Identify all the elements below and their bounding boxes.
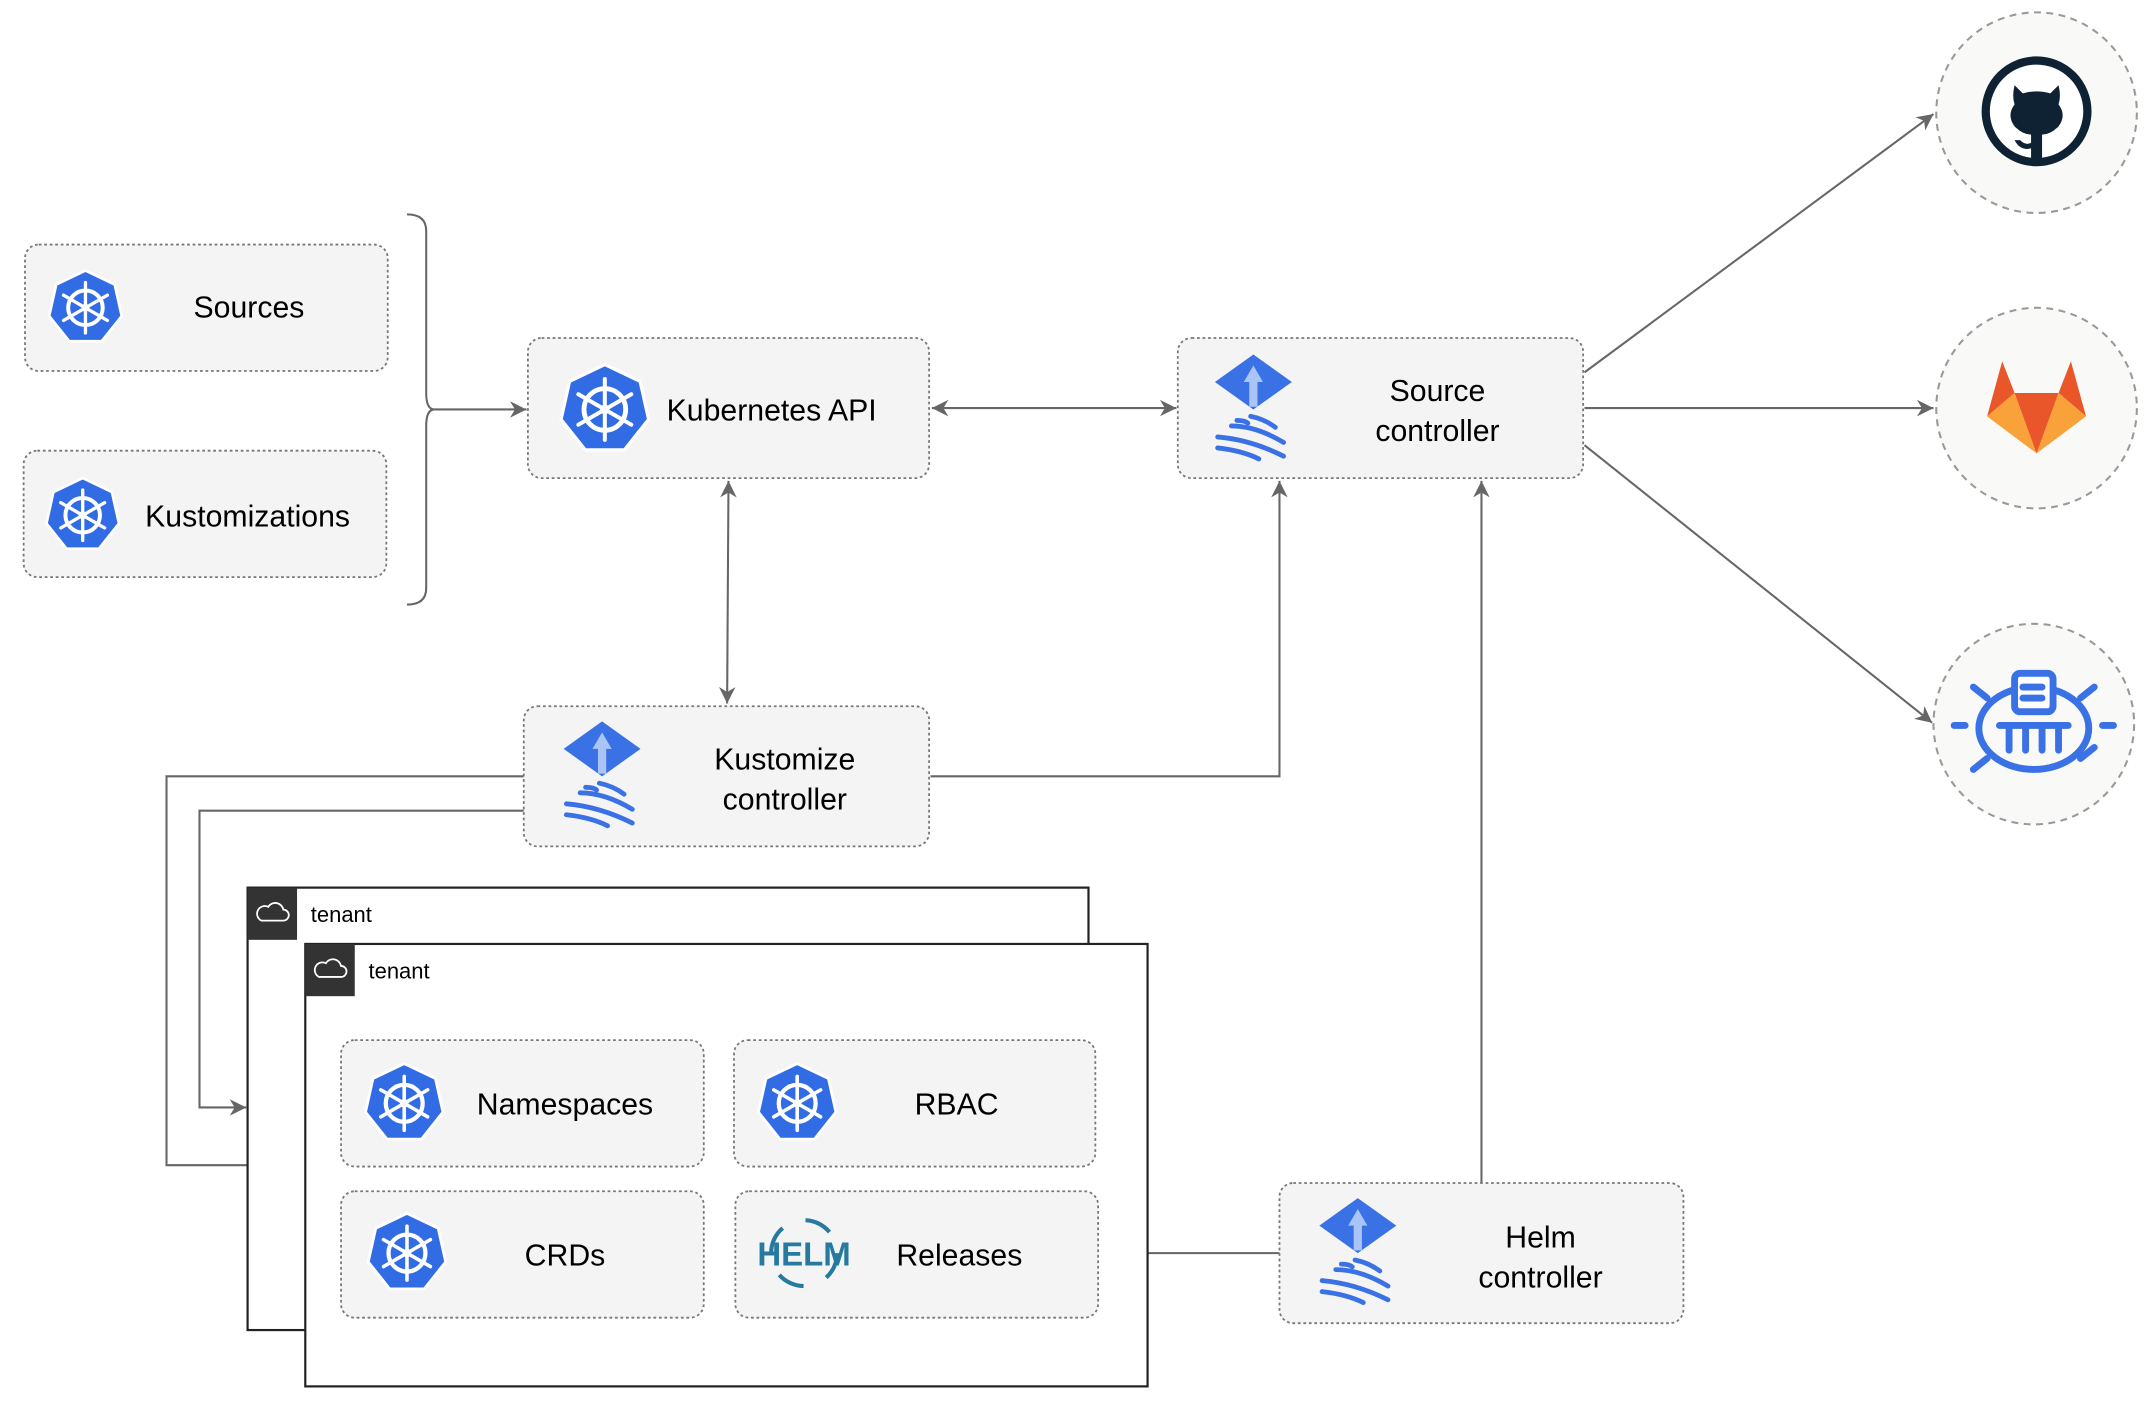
- edge-api-kustomize-controller: [718, 480, 737, 704]
- node-source-controller: Source controller: [1176, 337, 1585, 480]
- svg-text:HELM: HELM: [757, 1235, 850, 1272]
- node-label: CRDs: [525, 1239, 606, 1272]
- gitlab-icon: [1987, 361, 2087, 454]
- external-github: [1935, 11, 2138, 215]
- node-label: Helm: [1505, 1222, 1576, 1255]
- edge-kustomize-to-tenant-front: [165, 775, 524, 1174]
- node-sources: Sources: [24, 243, 389, 372]
- node-label: controller: [723, 783, 847, 816]
- grouping-brace: [406, 213, 435, 606]
- node-label: RBAC: [915, 1088, 999, 1121]
- edges: [165, 113, 1935, 1262]
- node-kustomizations: Kustomizations: [22, 449, 388, 578]
- cloud-icon: [256, 902, 290, 922]
- node-helm-controller: Helm controller: [1278, 1182, 1685, 1325]
- node-namespaces: Namespaces: [340, 1039, 705, 1168]
- node-kustomize-controller: Kustomize controller: [522, 705, 930, 848]
- external-bucket: [1932, 622, 2136, 826]
- node-label: Kubernetes API: [667, 394, 877, 427]
- bucket-icon: [1950, 669, 2117, 773]
- node-label: controller: [1375, 415, 1499, 448]
- edge-source-to-github: [1583, 113, 1935, 374]
- node-crds: CRDs: [340, 1190, 705, 1319]
- node-label: Namespaces: [477, 1088, 653, 1121]
- node-label: Releases: [896, 1239, 1022, 1272]
- node-releases: HELM Releases: [734, 1190, 1099, 1319]
- external-gitlab: [1935, 306, 2138, 510]
- github-icon: [1981, 56, 2092, 167]
- tenant-label: tenant: [311, 902, 372, 927]
- node-label: Kustomize: [714, 743, 855, 776]
- node-label: Sources: [194, 291, 305, 324]
- node-kubernetes-api: Kubernetes API: [526, 337, 930, 480]
- node-rbac: RBAC: [733, 1039, 1097, 1168]
- edge-kustomize-to-source: [930, 480, 1288, 778]
- tenant-label: tenant: [369, 958, 430, 983]
- cloud-icon: [313, 958, 348, 978]
- node-label: controller: [1478, 1261, 1602, 1294]
- edge-kustomize-to-tenant-back: [198, 809, 524, 1116]
- helm-icon: HELM: [757, 1218, 851, 1289]
- node-label: Source: [1390, 375, 1486, 408]
- node-label: Kustomizations: [145, 500, 350, 533]
- edge-source-to-bucket: [1583, 444, 1933, 724]
